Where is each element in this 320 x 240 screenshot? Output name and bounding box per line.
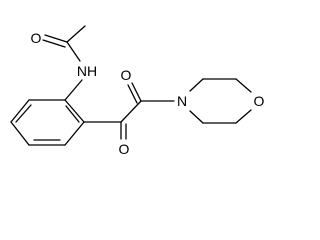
bond-amide-co-a: [44, 34, 68, 43]
bond-nh-ring: [64, 79, 83, 101]
ring-inner-3: [15, 104, 32, 123]
morph-bond-6: [189, 110, 204, 124]
bond-keto-upper-b: [127, 84, 138, 104]
acetamide-group: [42, 25, 86, 101]
ring-bond-1: [64, 99, 85, 123]
bond-keto-upper-a: [131, 82, 142, 102]
atom-n-morpholine: N: [177, 93, 187, 109]
ring-bond-2: [64, 121, 85, 146]
atom-o-amide: O: [31, 30, 42, 46]
ring-inner-1: [65, 105, 80, 123]
atom-o-keto-upper: O: [121, 67, 132, 83]
bond-methyl-carbonyl: [66, 25, 86, 43]
bond-carbonyl-nh: [66, 41, 81, 62]
morph-bond-3: [235, 78, 252, 93]
dicarbonyl-bridge: [83, 82, 175, 140]
atom-nh-amide: NH: [77, 63, 97, 79]
atom-o-keto-lower: O: [119, 141, 130, 157]
bond-amide-co-b: [42, 39, 66, 48]
benzene-ring: [10, 99, 85, 146]
ring-bond-5: [10, 99, 30, 123]
morph-bond-4: [235, 109, 252, 124]
atom-o-morpholine: O: [254, 93, 265, 109]
bond-keto-keto: [120, 100, 142, 123]
structure-diagram: O NH O N O O: [10, 25, 265, 157]
morph-bond-1: [189, 78, 204, 92]
morpholine-ring: [189, 78, 252, 124]
ring-bond-4: [10, 121, 30, 146]
